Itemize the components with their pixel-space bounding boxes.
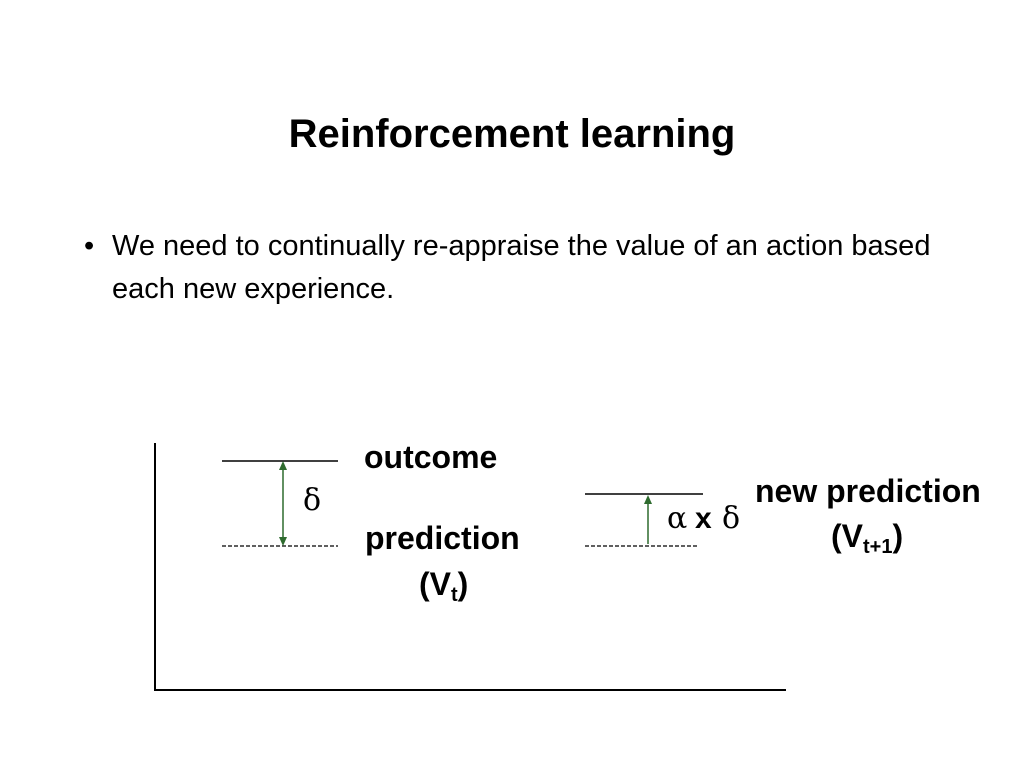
alpha-symbol: α <box>667 501 688 536</box>
update-arrow <box>644 495 652 544</box>
prediction-label: prediction <box>365 520 520 556</box>
prediction-vt-label: (Vt) <box>419 566 469 606</box>
bullet-marker: • <box>84 230 95 262</box>
outcome-label: outcome <box>364 439 498 475</box>
new-prediction-vt1-label: (Vt+1) <box>831 518 904 558</box>
bullet-text: We need to continually re-appraise the v… <box>112 230 931 305</box>
slide-title: Reinforcement learning <box>288 112 736 156</box>
update-delta-symbol: δ <box>722 501 741 536</box>
delta-symbol: δ <box>303 483 322 518</box>
delta-arrow <box>279 461 287 546</box>
new-prediction-label: new prediction <box>755 473 981 509</box>
times-symbol: x <box>695 502 712 535</box>
